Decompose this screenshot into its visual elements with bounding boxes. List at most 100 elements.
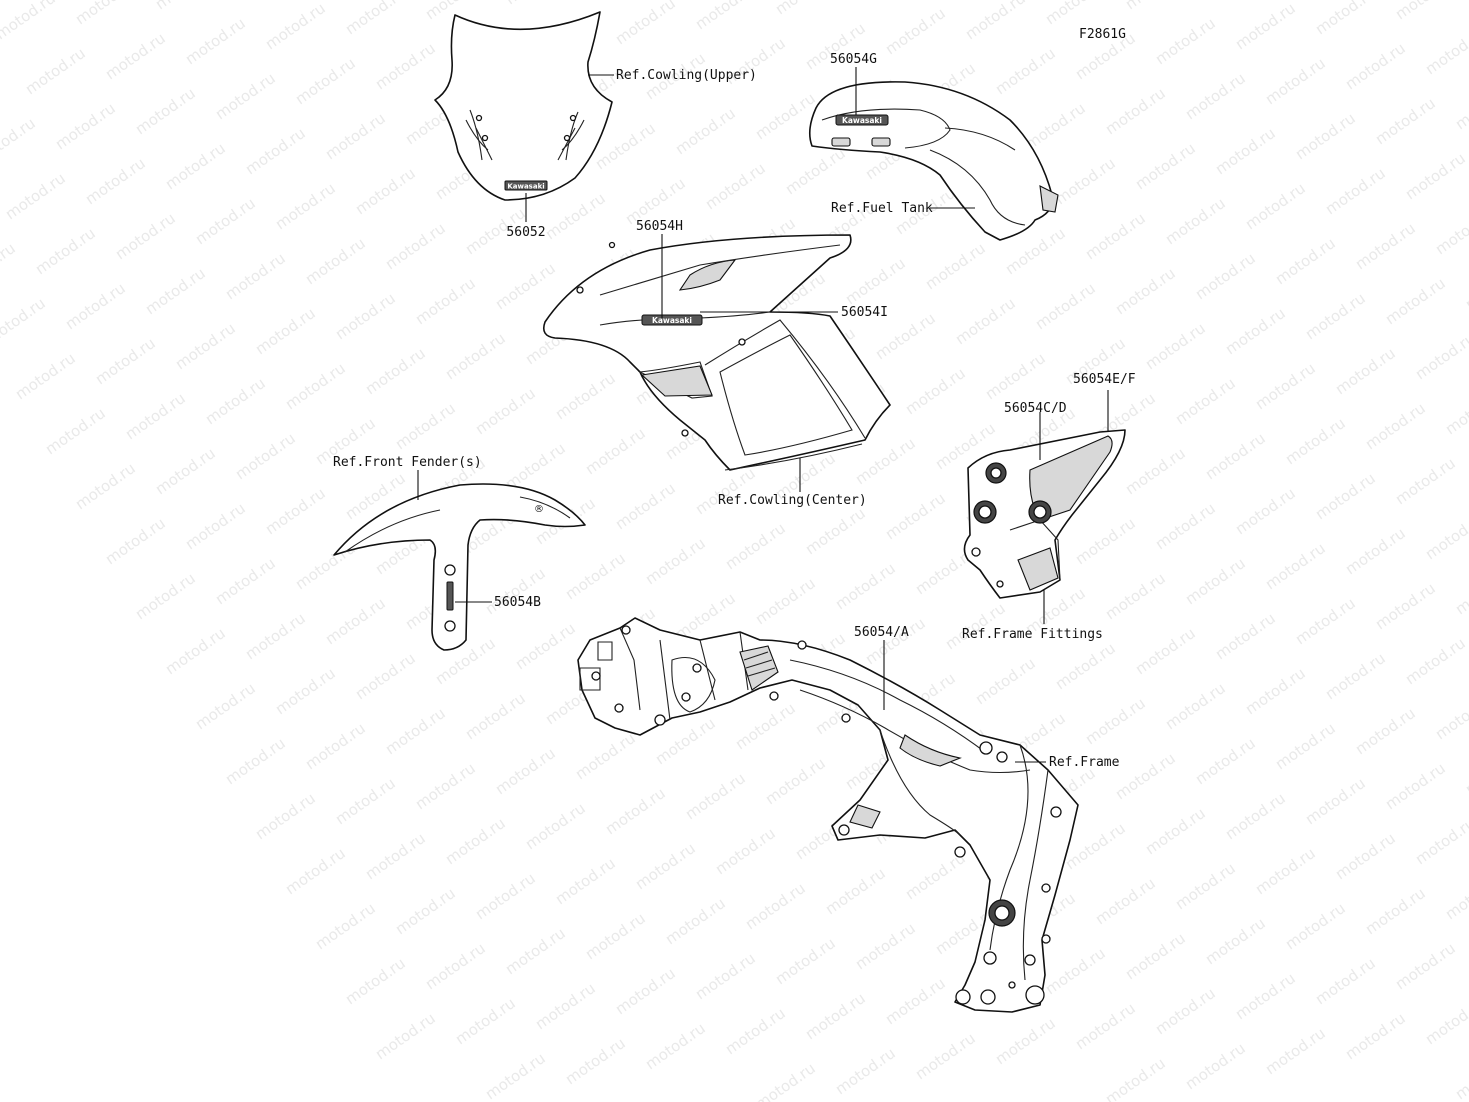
watermark-text: motod.ru xyxy=(1202,914,1269,968)
watermark-text: motod.ru xyxy=(1102,84,1169,138)
watermark-text: motod.ru xyxy=(102,514,169,568)
watermark-text: motod.ru xyxy=(1222,789,1289,843)
watermark-text: motod.ru xyxy=(492,259,559,313)
watermark-text: motod.ru xyxy=(362,344,429,398)
watermark-text: motod.ru xyxy=(1262,54,1329,108)
watermark-text: motod.ru xyxy=(1462,744,1469,798)
watermark-text: motod.ru xyxy=(302,234,369,288)
watermark-text: motod.ru xyxy=(192,679,259,733)
watermark-text: motod.ru xyxy=(992,1014,1059,1068)
watermark-text: motod.ru xyxy=(1052,154,1119,208)
watermark-text: motod.ru xyxy=(0,239,19,293)
watermark-text: motod.ru xyxy=(992,44,1059,98)
watermark-text: motod.ru xyxy=(1412,329,1469,383)
watermark-text: motod.ru xyxy=(852,919,919,973)
watermark-text: motod.ru xyxy=(612,964,679,1018)
watermark-text: motod.ru xyxy=(0,294,49,348)
watermark-text: motod.ru xyxy=(162,624,229,678)
watermark-text: motod.ru xyxy=(1132,139,1199,193)
watermark-text: motod.ru xyxy=(382,704,449,758)
watermark-text: motod.ru xyxy=(1222,304,1289,358)
watermark-text: motod.ru xyxy=(472,384,539,438)
watermark-text: motod.ru xyxy=(492,744,559,798)
watermark-text: motod.ru xyxy=(342,0,409,38)
watermark-text: motod.ru xyxy=(1172,859,1239,913)
watermark-text: motod.ru xyxy=(72,459,139,513)
label-frame-fittings: Ref.Frame Fittings xyxy=(962,627,1103,642)
kawasaki-decal-windscreen xyxy=(504,180,548,191)
watermark-text: motod.ru xyxy=(612,0,679,48)
watermark-text: motod.ru xyxy=(762,754,829,808)
watermark-text: motod.ru xyxy=(662,894,729,948)
watermark-text: motod.ru xyxy=(502,439,569,493)
watermark-text: motod.ru xyxy=(1162,679,1229,733)
watermark-text: motod.ru xyxy=(1382,759,1449,813)
watermark-text: motod.ru xyxy=(1082,694,1149,748)
watermark-text: motod.ru xyxy=(232,429,299,483)
watermark-text: motod.ru xyxy=(1322,649,1389,703)
watermark-text: motod.ru xyxy=(382,219,449,273)
watermark-text: motod.ru xyxy=(1272,234,1339,288)
watermark-text: motod.ru xyxy=(1072,514,1139,568)
watermark-text: motod.ru xyxy=(282,359,349,413)
label-56054EF: 56054E/F xyxy=(1073,372,1136,387)
watermark-text: motod.ru xyxy=(262,484,329,538)
watermark-text: motod.ru xyxy=(602,784,669,838)
watermark-text: motod.ru xyxy=(1452,79,1469,133)
watermark-text: motod.ru xyxy=(1302,289,1369,343)
watermark-text: motod.ru xyxy=(612,479,679,533)
watermark-text: motod.ru xyxy=(1122,444,1189,498)
watermark-text: motod.ru xyxy=(842,254,909,308)
watermark-text: motod.ru xyxy=(962,0,1029,43)
watermark-text: motod.ru xyxy=(252,304,319,358)
watermark-text: motod.ru xyxy=(712,824,779,878)
watermark-text: motod.ru xyxy=(1442,384,1469,438)
watermark-text: motod.ru xyxy=(162,139,229,193)
watermark-text: motod.ru xyxy=(542,189,609,243)
watermark-text: motod.ru xyxy=(952,294,1019,348)
watermark-text: motod.ru xyxy=(302,719,369,773)
watermark-text: motod.ru xyxy=(352,649,419,703)
watermark-text: motod.ru xyxy=(1362,399,1429,453)
label-front-fender: Ref.Front Fender(s) xyxy=(333,455,482,470)
watermark-text: motod.ru xyxy=(202,374,269,428)
watermark-text: motod.ru xyxy=(192,194,259,248)
watermark-text: motod.ru xyxy=(862,614,929,668)
label-frame: Ref.Frame xyxy=(1049,755,1120,770)
watermark-text: motod.ru xyxy=(682,769,749,823)
watermark-text: motod.ru xyxy=(1232,969,1299,1023)
watermark-text: motod.ru xyxy=(702,159,769,213)
watermark-text: motod.ru xyxy=(2,169,69,223)
watermark-text: motod.ru xyxy=(832,1044,899,1098)
watermark-text: motod.ru xyxy=(1422,994,1469,1048)
watermark-text: motod.ru xyxy=(1122,929,1189,983)
watermark-text: motod.ru xyxy=(722,1004,789,1058)
watermark-text: motod.ru xyxy=(1112,749,1179,803)
watermark-text: motod.ru xyxy=(1042,944,1109,998)
watermark-text: motod.ru xyxy=(912,1029,979,1083)
watermark-text: motod.ru xyxy=(902,364,969,418)
watermark-text: motod.ru xyxy=(422,939,489,993)
watermark-text: motod.ru xyxy=(272,664,339,718)
watermark-text: motod.ru xyxy=(1112,264,1179,318)
watermark-text: motod.ru xyxy=(1462,259,1469,313)
watermark-text: motod.ru xyxy=(482,564,549,618)
watermark-text: motod.ru xyxy=(442,814,509,868)
watermark-text: motod.ru xyxy=(1352,219,1419,273)
watermark-text: motod.ru xyxy=(752,1059,819,1102)
watermark-text: motod.ru xyxy=(512,619,579,673)
watermark-text: motod.ru xyxy=(752,89,819,143)
watermark-text: motod.ru xyxy=(182,499,249,553)
watermark-text: motod.ru xyxy=(72,0,139,28)
watermark-text: motod.ru xyxy=(172,319,239,373)
watermark-text: motod.ru xyxy=(1152,984,1219,1038)
watermark-text: motod.ru xyxy=(982,349,1049,403)
watermark-text: motod.ru xyxy=(1332,344,1399,398)
watermark-text: motod.ru xyxy=(922,239,989,293)
watermark-text: motod.ru xyxy=(22,44,89,98)
watermark-text: motod.ru xyxy=(1292,594,1359,648)
watermark-text: motod.ru xyxy=(372,39,439,93)
watermark-text: motod.ru xyxy=(1362,884,1429,938)
watermark-text: motod.ru xyxy=(102,29,169,83)
